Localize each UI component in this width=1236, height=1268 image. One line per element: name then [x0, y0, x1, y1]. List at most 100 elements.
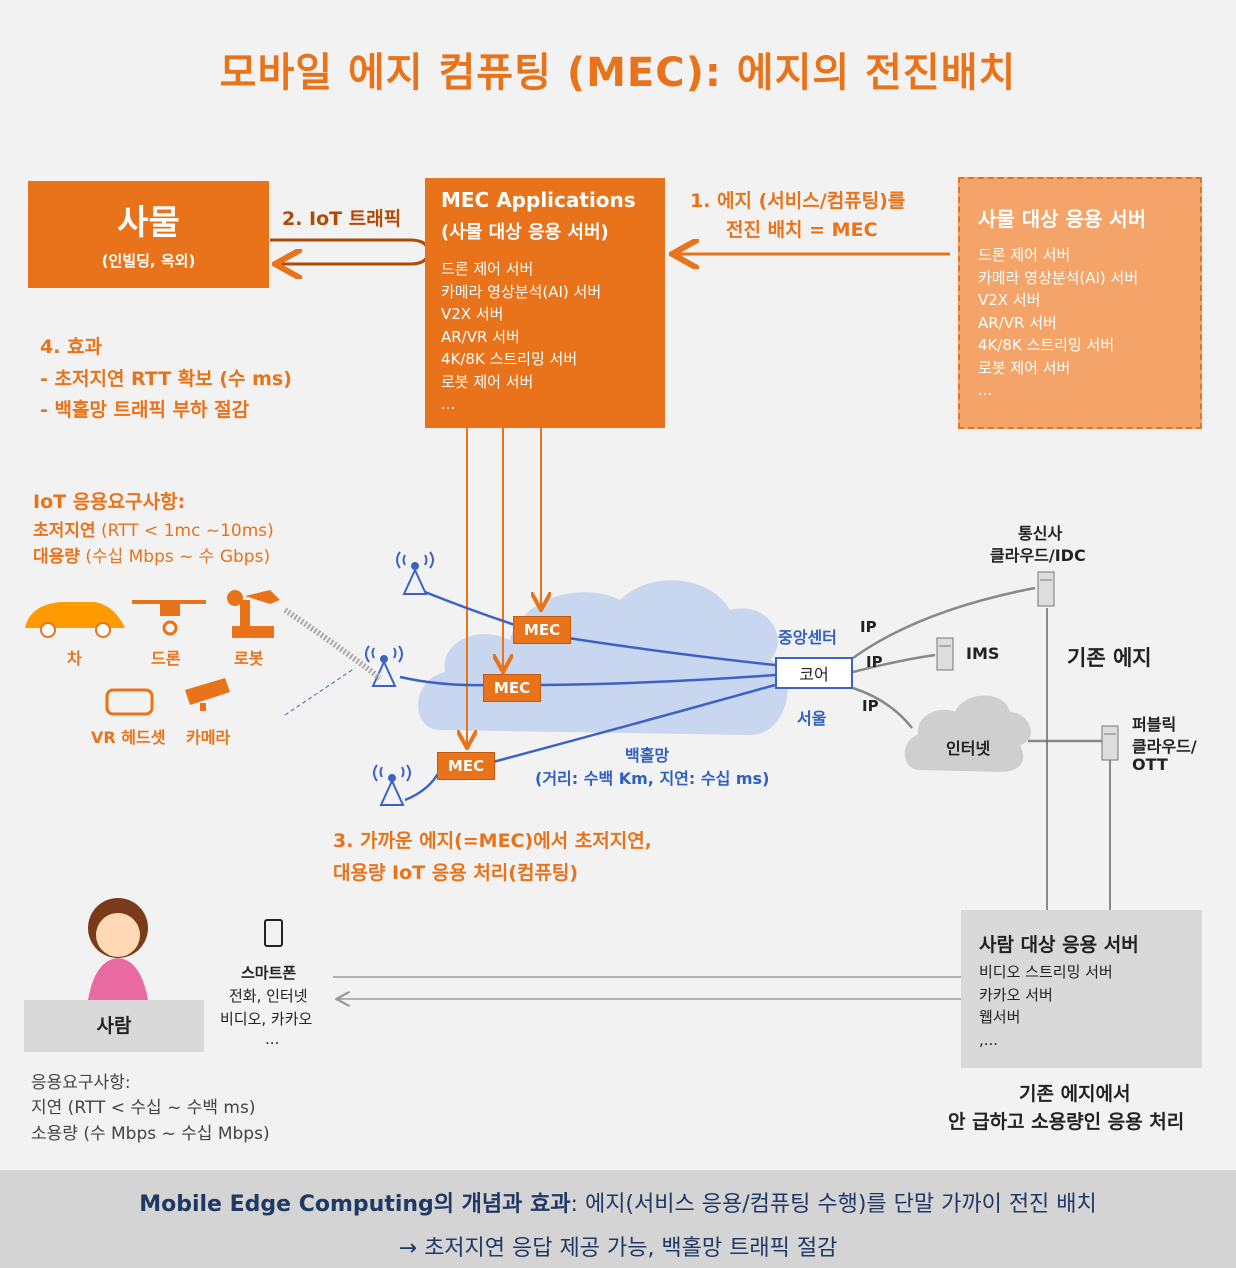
internet-label: 인터넷 — [946, 739, 991, 758]
mec-app-list: 드론 제어 서버 카메라 영상분석(AI) 서버 V2X 서버 AR/VR 서버… — [441, 258, 649, 416]
telco-label-1: 통신사 — [1018, 524, 1063, 543]
iot-req-l1-bold: 초저지연 — [33, 521, 96, 541]
remote-app-list: 드론 제어 서버 카메라 영상분석(AI) 서버 V2X 서버 AR/VR 서버… — [978, 244, 1182, 402]
internet-cloud — [904, 695, 1031, 772]
ip-label: IP — [862, 697, 879, 715]
smartphone-item: 비디오, 카카오 — [220, 1010, 313, 1028]
central-center-label: 중앙센터 — [778, 628, 837, 647]
existing-proc-line2: 안 급하고 소용량인 응용 처리 — [948, 1111, 1185, 1133]
list-item: V2X 서버 — [978, 291, 1041, 309]
ip-label: IP — [860, 618, 877, 636]
list-item: 카메라 영상분석(AI) 서버 — [441, 282, 602, 301]
backhaul-sub-label: (거리: 수백 Km, 지연: 수십 ms) — [535, 769, 770, 788]
person-icon — [88, 898, 148, 1000]
camera-icon — [185, 678, 230, 711]
server-icon — [1037, 571, 1055, 607]
mec-app-title: MEC Applications — [441, 188, 636, 212]
step1-line1: 1. 에지 (서비스/컴퓨팅)를 — [690, 190, 906, 212]
iot-req-l2-rest: (수십 Mbps ~ 수 Gbps) — [79, 547, 271, 567]
iot-req-title: IoT 응용요구사항: — [33, 491, 186, 513]
list-item: 카카오 서버 — [979, 985, 1053, 1004]
step1-line2: 전진 배치 = MEC — [726, 219, 878, 241]
human-req-line1: 지연 (RTT < 수십 ~ 수백 ms) — [31, 1098, 256, 1118]
list-item: 4K/8K 스트리밍 서버 — [978, 336, 1115, 354]
existing-edge-label: 기존 에지 — [1067, 646, 1152, 670]
ip-label: IP — [866, 653, 883, 671]
list-item: 4K/8K 스트리밍 서버 — [441, 350, 578, 368]
iot-req-line2: 대용량 (수십 Mbps ~ 수 Gbps) — [33, 542, 270, 567]
footer-line2: → 초저지연 응답 제공 가능, 백홀망 트래픽 절감 — [398, 1236, 838, 1261]
antenna-icon — [365, 645, 403, 687]
effect-line2: - 백홀망 트래픽 부하 절감 — [40, 399, 250, 421]
iot-req-l1-rest: (RTT < 1mc ~10ms) — [95, 521, 274, 541]
footer-banner: Mobile Edge Computing의 개념과 효과: 에지(서비스 응용… — [0, 1170, 1236, 1268]
telco-label-2: 클라우드/IDC — [990, 546, 1086, 565]
things-subtitle: (인빌딩, 옥외) — [101, 252, 196, 270]
iot-traffic-label: 2. IoT 트래픽 — [282, 208, 402, 230]
things-box: 사물 (인빌딩, 옥외) — [28, 181, 269, 288]
device-vr-label: VR 헤드셋 — [91, 728, 166, 747]
robot-icon — [227, 590, 280, 638]
device-drone-label: 드론 — [151, 649, 181, 668]
list-item: V2X 서버 — [441, 305, 504, 323]
antenna-icon — [396, 551, 434, 595]
ims-label: IMS — [966, 644, 1000, 663]
server-icon — [936, 637, 954, 671]
list-item: 로봇 제어 서버 — [978, 358, 1071, 377]
list-item: 웹서버 — [979, 1008, 1021, 1026]
human-req-line2: 소용량 (수 Mbps ~ 수십 Mbps) — [31, 1124, 270, 1144]
step3-line1: 3. 가까운 에지(=MEC)에서 초저지연, — [333, 830, 652, 852]
effect-title: 4. 효과 — [40, 336, 103, 358]
device-camera-label: 카메라 — [186, 728, 231, 747]
footer-rest: : 에지(서비스 응용/컴퓨팅 수행)를 단말 가까이 전진 배치 — [570, 1192, 1097, 1217]
smartphone-item: ... — [265, 1030, 280, 1048]
mec-node: MEC — [483, 674, 541, 702]
list-item: ,... — [979, 1030, 999, 1049]
iot-req-l2-bold: 대용량 — [33, 547, 80, 567]
things-title: 사물 — [117, 203, 180, 243]
device-robot-label: 로봇 — [234, 649, 264, 668]
human-app-box: 사람 대상 응용 서버 비디오 스트리밍 서버 카카오 서버 웹서버 ,... — [961, 910, 1202, 1068]
mec-node: MEC — [437, 752, 495, 780]
human-app-list: 비디오 스트리밍 서버 카카오 서버 웹서버 ,... — [979, 961, 1184, 1051]
human-req-title: 응용요구사항: — [31, 1073, 131, 1093]
network-links — [399, 590, 776, 802]
remote-app-title: 사물 대상 응용 서버 — [978, 207, 1147, 231]
footer-line1: Mobile Edge Computing의 개념과 효과: 에지(서비스 응용… — [0, 1186, 1236, 1218]
effect-line1: - 초저지연 RTT 확보 (수 ms) — [40, 368, 292, 390]
server-icon — [1101, 725, 1119, 761]
list-item: 비디오 스트리밍 서버 — [979, 963, 1113, 981]
page-title: 모바일 에지 컴퓨팅 (MEC): 에지의 전진배치 — [219, 50, 1017, 96]
public-label-3: OTT — [1132, 755, 1168, 774]
smartphone-icon — [264, 919, 283, 947]
mec-applications-box: MEC Applications (사물 대상 응용 서버) 드론 제어 서버 … — [425, 178, 665, 428]
iot-req-line1: 초저지연 (RTT < 1mc ~10ms) — [33, 516, 274, 541]
list-item: AR/VR 서버 — [441, 327, 520, 346]
list-item: 드론 제어 서버 — [441, 260, 534, 278]
antenna-icon — [373, 764, 411, 806]
car-icon — [25, 602, 125, 638]
device-car-label: 차 — [67, 649, 82, 668]
public-label-1: 퍼블릭 — [1132, 715, 1177, 734]
core-node: 코어 — [775, 657, 853, 689]
existing-proc-line1: 기존 에지에서 — [1019, 1083, 1131, 1105]
list-item: ... — [978, 381, 993, 399]
mec-node: MEC — [513, 616, 571, 644]
list-item: 로봇 제어 서버 — [441, 372, 534, 391]
backhaul-cloud — [418, 580, 788, 735]
list-item: ... — [441, 395, 456, 413]
list-item: 카메라 영상분석(AI) 서버 — [978, 268, 1139, 287]
vr-headset-icon — [105, 688, 154, 716]
public-label-2: 클라우드/ — [1132, 737, 1197, 756]
mec-app-subtitle: (사물 대상 응용 서버) — [441, 222, 609, 243]
human-app-title: 사람 대상 응용 서버 — [979, 934, 1139, 956]
seoul-label: 서울 — [797, 709, 827, 728]
smartphone-title: 스마트폰 — [241, 964, 297, 982]
list-item: AR/VR 서버 — [978, 313, 1057, 332]
human-box: 사람 — [24, 1000, 204, 1052]
iot-traffic-arrow — [270, 238, 430, 264]
backhaul-label: 백홀망 — [625, 746, 670, 765]
list-item: 드론 제어 서버 — [978, 246, 1071, 264]
smartphone-item: 전화, 인터넷 — [229, 987, 308, 1005]
drone-icon — [132, 600, 206, 636]
